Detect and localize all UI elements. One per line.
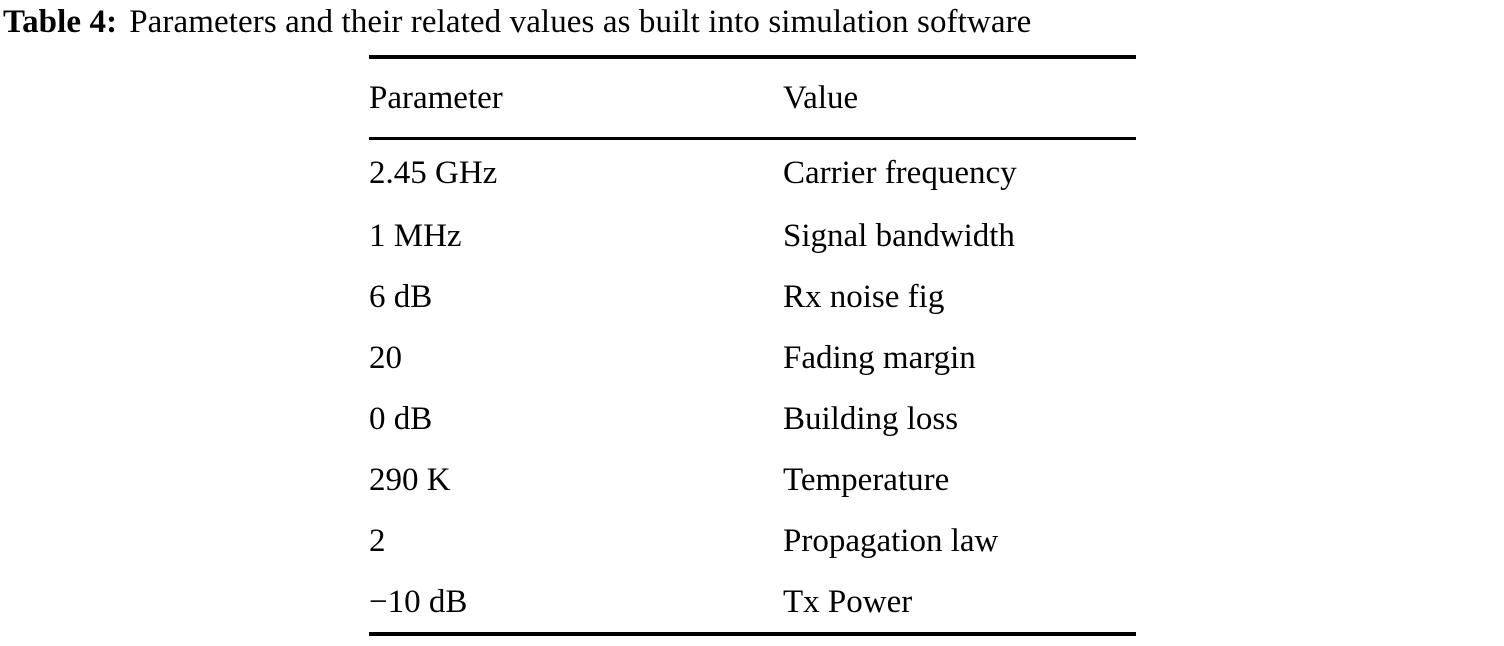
cell-parameter: −10 dB [369, 584, 468, 620]
table-row: 1 MHz Signal bandwidth [369, 206, 1136, 267]
table-header-row: Parameter Value [369, 59, 1136, 137]
cell-parameter: 2 [369, 523, 386, 559]
table-caption: Table 4: Parameters and their related val… [3, 0, 1501, 44]
table-row: 6 dB Rx noise fig [369, 267, 1136, 328]
table-body: 2.45 GHz Carrier frequency 1 MHz Signal … [369, 140, 1136, 632]
table-row: 2 Propagation law [369, 511, 1136, 572]
cell-parameter: 2.45 GHz [369, 155, 498, 191]
table-top-rule [369, 55, 1136, 59]
table-caption-label: Table 4: [3, 4, 118, 40]
parameters-table-body-wrap: 2.45 GHz Carrier frequency 1 MHz Signal … [369, 140, 1136, 632]
cell-value: Fading margin [783, 340, 976, 376]
table-row: 290 K Temperature [369, 450, 1136, 511]
cell-parameter: 1 MHz [369, 218, 462, 254]
parameters-table-container: Parameter Value 2.45 GHz Carrier frequen… [369, 55, 1136, 636]
table-row: 0 dB Building loss [369, 389, 1136, 450]
cell-value: Carrier frequency [783, 155, 1017, 191]
cell-value: Rx noise fig [783, 279, 945, 315]
cell-value: Building loss [783, 401, 959, 437]
table-header-rule [369, 137, 1136, 140]
cell-value: Temperature [783, 462, 950, 498]
table-header: Parameter Value [369, 59, 1136, 137]
table-bottom-rule [369, 632, 1136, 636]
cell-value: Propagation law [783, 523, 999, 559]
cell-value: Tx Power [783, 584, 913, 620]
table-caption-text: Parameters and their related values as b… [129, 4, 1032, 40]
cell-parameter: 6 dB [369, 279, 433, 315]
cell-parameter: 20 [369, 340, 402, 376]
table-row: 2.45 GHz Carrier frequency [369, 140, 1136, 206]
cell-value: Signal bandwidth [783, 218, 1015, 254]
cell-parameter: 290 K [369, 462, 451, 498]
column-header-parameter: Parameter [369, 80, 503, 116]
parameters-table: Parameter Value [369, 59, 1136, 137]
cell-parameter: 0 dB [369, 401, 433, 437]
column-header-value: Value [783, 80, 859, 116]
table-row: 20 Fading margin [369, 328, 1136, 389]
table-row: −10 dB Tx Power [369, 572, 1136, 632]
